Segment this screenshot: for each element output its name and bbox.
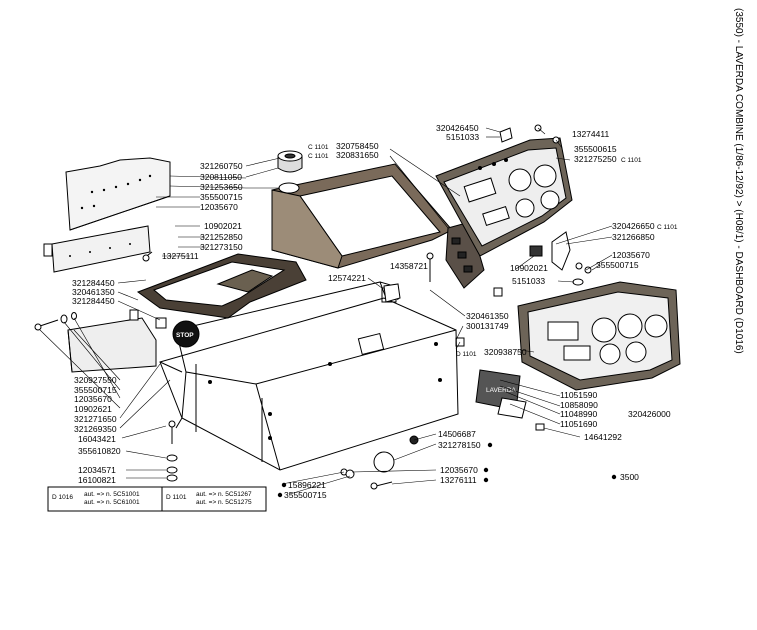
legend-d1016-aut2: aut. => n. 5C61001 — [84, 499, 140, 506]
control-tray — [136, 253, 307, 319]
legend-d1101: D 1101 — [166, 494, 187, 501]
label-320938750: 320938750 — [484, 347, 527, 357]
label-11048990: 11048990 — [560, 409, 597, 419]
label-14358721: 14358721 — [390, 261, 428, 271]
label-c1101-a: C 1101 — [621, 157, 642, 164]
left-bolts — [34, 251, 167, 331]
label-c1101-d: C 1101 — [657, 224, 678, 231]
label-12035670-b: 12035670 — [612, 250, 650, 260]
serial-legend: D 1016 aut. => n. 5C51001 aut. => n. 5C6… — [47, 486, 267, 512]
label-321253650: 321253650 — [200, 182, 243, 192]
label-321252850: 321252850 — [200, 232, 243, 242]
label-355500715-a: 355500715 — [200, 192, 243, 202]
label-355610820: 355610820 — [78, 446, 121, 456]
side-cover-plate — [65, 157, 171, 231]
label-320426450: 320426450 — [436, 123, 479, 133]
label-5151033-b: 5151033 — [512, 276, 545, 286]
part-labels: 320426450 5151033 13274411 355500615 321… — [72, 123, 678, 500]
legend-d1016: D 1016 — [52, 494, 73, 501]
label-320927550: 320927550 — [74, 375, 117, 385]
lower-cover-plate — [43, 225, 151, 273]
label-320758450: 320758450 — [336, 141, 379, 151]
label-12034571: 12034571 — [78, 465, 116, 475]
label-355500715-b: 355500715 — [596, 260, 639, 270]
label-10858090: 10858090 — [560, 400, 598, 410]
label-320426650: 320426650 — [612, 221, 655, 231]
label-11051690: 11051690 — [560, 419, 597, 429]
label-14506687: 14506687 — [438, 429, 476, 439]
left-support-bracket — [67, 317, 157, 373]
label-320461350-a: 320461350 — [72, 287, 115, 297]
label-321284450-b: 321284450 — [72, 296, 115, 306]
dashboard-upper-box — [271, 163, 453, 269]
stop-sign: STOP — [172, 320, 200, 348]
label-321275250: 321275250 — [574, 154, 617, 164]
label-13275111: 13275111 — [162, 251, 199, 261]
label-3500: 3500 — [620, 472, 639, 482]
legend-d1101-aut1: aut. => n. 5C51267 — [196, 491, 252, 498]
label-320426000: 320426000 — [628, 409, 671, 419]
label-321284450-a: 321284450 — [72, 278, 115, 288]
label-321269350: 321269350 — [74, 424, 117, 434]
label-321271650: 321271650 — [74, 414, 117, 424]
label-321273150: 321273150 — [200, 242, 243, 252]
label-10902021-a: 10902021 — [204, 221, 242, 231]
label-d1101: D 1101 — [456, 351, 477, 358]
label-10902021-b: 10902021 — [510, 263, 548, 273]
label-10902621: 10902621 — [74, 404, 112, 414]
identification-plate: LAVERDA — [475, 369, 545, 431]
legend-d1016-aut1: aut. => n. 5C51001 — [84, 491, 140, 498]
label-320811050: 320811050 — [200, 172, 242, 182]
label-11051590: 11051590 — [560, 390, 597, 400]
label-355500715-d: 355500715 — [284, 490, 327, 500]
label-13276111: 13276111 — [440, 475, 477, 485]
label-5151033: 5151033 — [446, 132, 479, 142]
label-c1101-c: C 1101 — [308, 153, 329, 160]
label-321278150: 321278150 — [438, 440, 481, 450]
main-housing — [159, 281, 459, 471]
lower-instrument-panel — [517, 281, 681, 391]
label-355500615: 355500615 — [574, 144, 617, 154]
label-321260750: 321260750 — [200, 161, 243, 171]
stop-sign-text: STOP — [176, 332, 194, 339]
label-c1101-b: C 1101 — [308, 144, 329, 151]
label-16043421: 16043421 — [78, 434, 116, 444]
label-300131749: 300131749 — [466, 321, 509, 331]
label-320461350-b: 320461350 — [466, 311, 509, 321]
label-14641292: 14641292 — [584, 432, 622, 442]
label-355500715-c: 355500715 — [74, 385, 117, 395]
diagram-title: (3550) - LAVERDA COMBINE (1/86-12/92) > … — [733, 8, 744, 354]
label-15896221: 15896221 — [288, 480, 326, 490]
legend-d1101-aut2: aut. => n. 5C51275 — [196, 499, 252, 506]
upper-instrument-panel — [435, 137, 573, 257]
label-12574221: 12574221 — [328, 273, 366, 283]
plate-text: LAVERDA — [486, 387, 517, 394]
label-321266850: 321266850 — [612, 232, 655, 242]
bottom-fittings — [166, 420, 419, 490]
label-13274411: 13274411 — [572, 129, 609, 139]
filler-cap — [277, 150, 303, 173]
leader-lines — [39, 127, 613, 495]
label-12035670-c: 12035670 — [74, 394, 112, 404]
label-16100821: 16100821 — [78, 475, 116, 485]
label-12035670-a: 12035670 — [200, 202, 238, 212]
label-320831650: 320831650 — [336, 150, 379, 160]
label-12035670-d: 12035670 — [440, 465, 478, 475]
